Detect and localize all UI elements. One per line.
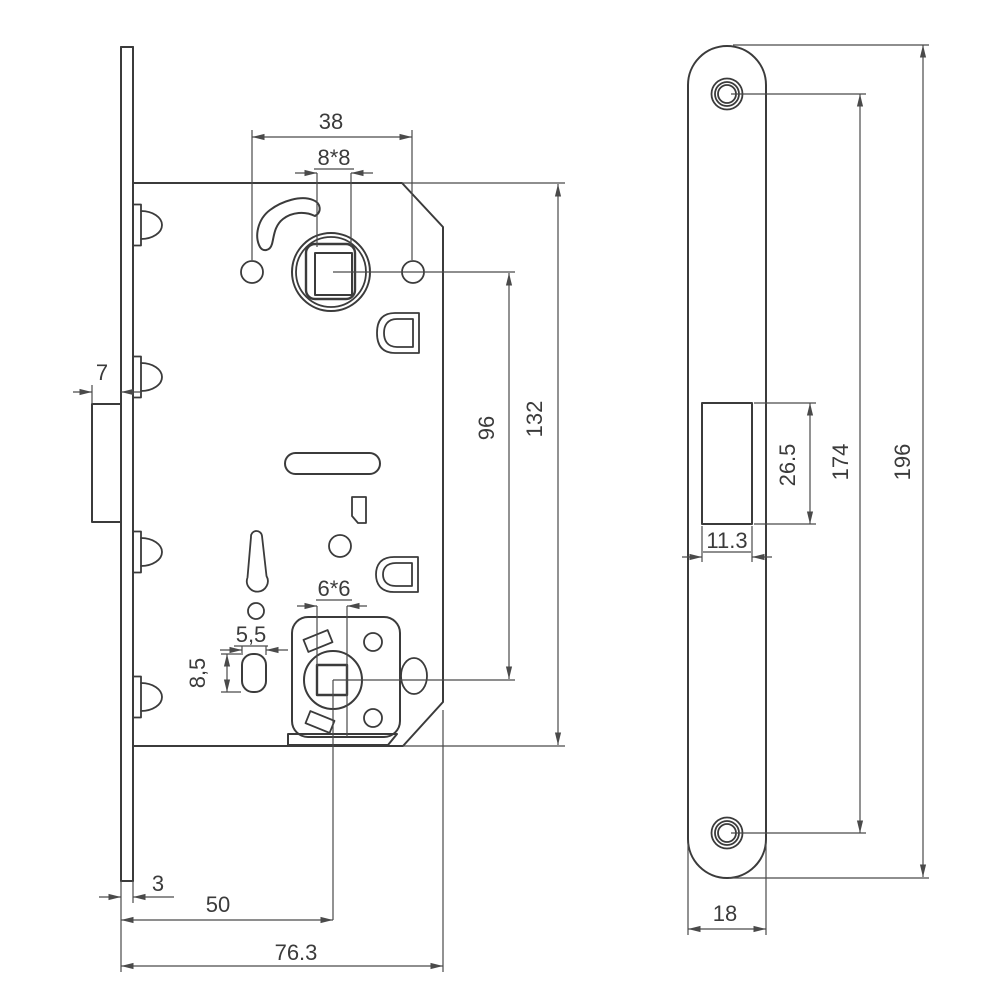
- dim-174: 174: [731, 93, 866, 834]
- lock-case-side-view: 38 8*8 7 96 132: [73, 46, 565, 972]
- housing-base: [287, 733, 398, 746]
- oval-slot: [241, 653, 267, 693]
- dim-label-6x6: 6*6: [317, 576, 350, 601]
- dim-label-3: 3: [152, 871, 164, 896]
- dim-7: 7: [73, 360, 140, 404]
- latch-bumps: [132, 203, 163, 719]
- spring-clip-lower: [375, 556, 419, 593]
- dim-5-5: 5,5: [220, 622, 288, 655]
- pivot-hole-lower: [247, 602, 265, 620]
- latch-cutout: [701, 402, 753, 525]
- dim-38: 38: [251, 109, 413, 260]
- dim-label-50: 50: [206, 892, 230, 917]
- lock-body-outline: [132, 182, 444, 747]
- cylinder-housing: [287, 616, 428, 746]
- latch-bump: [132, 675, 163, 719]
- dim-label-26-5: 26.5: [775, 444, 800, 487]
- dim-label-7: 7: [96, 360, 108, 385]
- dim-label-11-3: 11.3: [706, 528, 747, 553]
- dim-8-5: 8,5: [185, 653, 241, 693]
- latch-bump: [132, 203, 163, 247]
- dim-label-196: 196: [890, 444, 915, 481]
- kidney-slot: [256, 197, 321, 252]
- dim-96: 96: [474, 273, 513, 679]
- faceplate-outline: [687, 45, 767, 879]
- dim-11-3: 11.3: [682, 526, 772, 562]
- housing-screw-lower: [363, 708, 383, 728]
- fixing-hole-left: [240, 260, 264, 284]
- dim-label-96: 96: [474, 416, 499, 440]
- dim-label-76-3: 76.3: [275, 940, 318, 965]
- clip-tab-lower: [304, 710, 336, 734]
- dim-3: 3: [99, 871, 174, 901]
- clip-tab-upper: [302, 629, 334, 653]
- dim-label-18: 18: [713, 901, 737, 926]
- latch-bolt: [91, 403, 122, 523]
- side-oval-boss: [400, 657, 428, 695]
- housing-plate: [291, 616, 401, 738]
- dim-132: 132: [522, 184, 562, 745]
- dim-label-5-5: 5,5: [236, 622, 267, 647]
- dim-50: 50: [121, 892, 333, 924]
- stop-flag: [351, 496, 367, 524]
- spring-lever: [246, 530, 269, 593]
- faceplate-edge: [120, 46, 134, 882]
- dim-label-174: 174: [828, 444, 853, 481]
- dim-76-3: 76.3: [121, 940, 443, 970]
- pivot-hole-upper: [328, 534, 352, 558]
- spindle-square-hole: [314, 252, 353, 296]
- dim-8x8: 8*8: [295, 145, 373, 247]
- center-slot: [284, 452, 381, 475]
- dim-196: 196: [729, 44, 929, 879]
- dim-18: 18: [687, 843, 767, 935]
- dim-label-8-5: 8,5: [185, 658, 210, 689]
- housing-screw-upper: [363, 632, 383, 652]
- dim-label-38: 38: [319, 109, 343, 134]
- dim-label-132: 132: [522, 401, 547, 438]
- dim-6x6: 6*6: [297, 576, 367, 737]
- latch-bump: [132, 355, 163, 399]
- dim-26-5: 26.5: [754, 402, 816, 525]
- spring-clip-upper: [376, 312, 420, 354]
- faceplate-front-view: 26.5 11.3 174 196 18: [682, 44, 929, 935]
- dim-label-8x8: 8*8: [317, 145, 350, 170]
- latch-bump: [132, 530, 163, 574]
